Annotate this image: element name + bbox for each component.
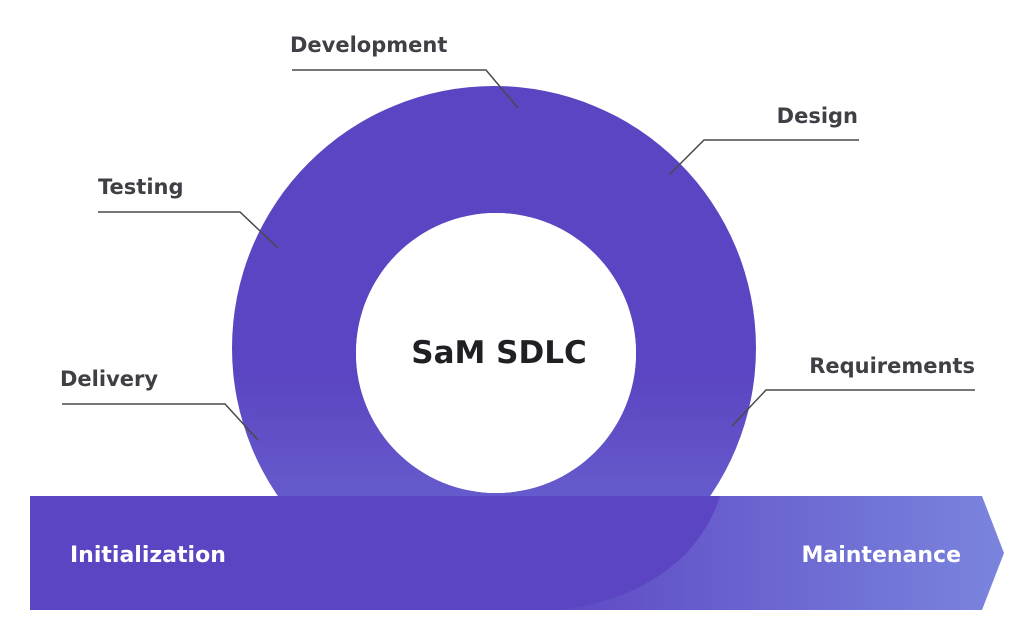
stage-label-design: Design	[777, 104, 858, 128]
design-leader	[669, 139, 859, 175]
development-leader	[292, 69, 519, 109]
bar-label-initialization: Initialization	[70, 543, 226, 568]
delivery-leader	[62, 403, 259, 441]
stage-label-development: Development	[290, 33, 447, 57]
ring-tail	[270, 496, 720, 610]
stage-label-testing: Testing	[98, 175, 184, 199]
ring-center	[356, 213, 636, 493]
bar-label-maintenance: Maintenance	[801, 543, 961, 568]
requirements-leader	[731, 389, 975, 427]
stage-label-requirements: Requirements	[809, 354, 975, 378]
testing-leader	[98, 211, 279, 249]
sdlc-ring	[232, 86, 756, 610]
center-title: SaM SDLC	[411, 335, 586, 371]
stage-label-delivery: Delivery	[60, 367, 158, 391]
